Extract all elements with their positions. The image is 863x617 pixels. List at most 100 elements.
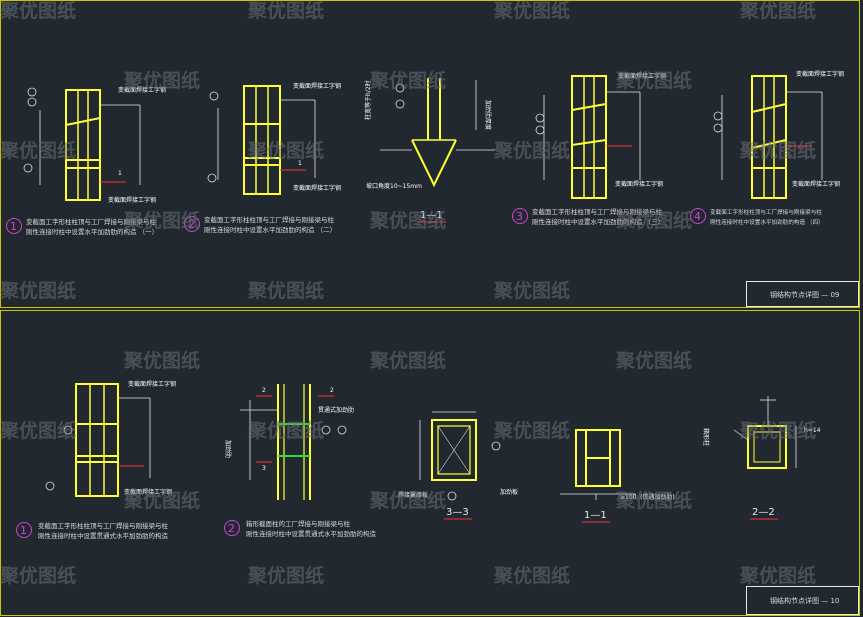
sheet-border-bottom: [0, 310, 860, 616]
callout-bubble: [535, 113, 545, 123]
watermark-text: 聚优图纸: [739, 419, 816, 442]
watermark-text: 聚优图纸: [247, 139, 324, 162]
watermark-text: 聚优图纸: [615, 209, 692, 232]
stiffener: [571, 103, 607, 111]
detail-number-circle: [512, 208, 528, 224]
label-a: 变截面焊接工字钢: [128, 380, 176, 388]
watermark-text: 聚优图纸: [493, 279, 570, 302]
label-b: 贯通式加劲肋: [318, 406, 354, 414]
detail-number: 2: [188, 218, 195, 231]
watermark-text: 聚优图纸: [0, 0, 76, 22]
callout-bubble: [209, 91, 219, 101]
note: 坡口角度10~15mm: [366, 182, 422, 190]
watermark-text: 聚优图纸: [369, 489, 446, 512]
detail-number: 4: [694, 210, 701, 223]
detail-number: 3: [516, 210, 523, 223]
callout-bubble: [27, 97, 37, 107]
caption-line-1: 变截面工字形柱柱顶与工厂焊接与刚接梁与柱: [532, 207, 663, 216]
label-b: 加劲肋厚度: [484, 100, 492, 130]
stiffener: [751, 103, 787, 113]
label-a: 加劲肋: [224, 440, 232, 458]
watermark-text: 聚优图纸: [247, 0, 324, 22]
stiffener: [571, 139, 607, 146]
label-b: 变截面焊接工字钢: [108, 196, 156, 204]
detail-number: 1: [10, 220, 17, 233]
box-inner: [437, 425, 471, 475]
box-inner: [753, 431, 781, 463]
watermark-text: 聚优图纸: [615, 349, 692, 372]
caption-line-1: 变截面工字形柱柱顶与工厂焊接与刚接梁与柱: [38, 521, 169, 530]
caption-line-1: 变截面工字形柱柱顶与工厂焊接与刚接梁与柱: [204, 215, 335, 224]
title-block-frame-top: [746, 281, 859, 307]
watermark-text: 聚优图纸: [369, 209, 446, 232]
detail-bottom-section-1-1: ≥100 (贯通加劲肋) 1—1: [560, 429, 675, 523]
section-label: 3—3: [446, 507, 469, 518]
label-a: h=14: [804, 427, 821, 434]
section-number: 1: [298, 160, 302, 167]
caption-line-1: 箱形截面柱的工厂焊接与刚接梁与柱: [246, 519, 351, 528]
title-block-top: 钢结构节点详图 — 09: [770, 290, 839, 299]
section-number: 2: [330, 387, 334, 394]
detail-number: 1: [20, 524, 27, 537]
detail-number: 2: [228, 522, 235, 535]
watermark-text: 聚优图纸: [247, 564, 324, 587]
callout-bubble: [63, 425, 73, 435]
sheet-border-top: [0, 0, 860, 308]
callout-bubble: [337, 425, 347, 435]
watermark-text: 聚优图纸: [739, 0, 816, 22]
watermark-text: 聚优图纸: [123, 349, 200, 372]
callout-bubble: [23, 163, 33, 173]
box-section: [747, 425, 787, 469]
callout-bubble: [535, 125, 545, 135]
callout-bubble: [45, 481, 55, 491]
leader-line: [733, 429, 749, 441]
callout-bubble: [713, 123, 723, 133]
callout-bubble: [27, 87, 37, 97]
detail-bottom-section-3-3: 焊接翼缘板 加劲板 3—3: [398, 411, 518, 520]
watermark-text: 聚优图纸: [369, 69, 446, 92]
section-label: 2—2: [752, 507, 775, 518]
detail-bottom-1: 变截面焊接工字钢 变截面焊接工字钢 1 变截面工字形柱柱顶与工厂焊接与刚接梁与柱…: [16, 380, 176, 540]
detail-number-circle: [690, 208, 706, 224]
label-b: 变截面焊接工字钢: [293, 184, 341, 192]
callout-bubble: [713, 111, 723, 121]
watermark-text: 聚优图纸: [369, 349, 446, 372]
watermark-text: 聚优图纸: [0, 139, 76, 162]
watermark-text: 聚优图纸: [739, 139, 816, 162]
column-outline: [75, 383, 119, 497]
callout-bubble: [395, 99, 405, 109]
label-a: 焊接翼缘板: [398, 491, 428, 499]
caption-line-2: 刚性连接时柱中设置贯通式水平加劲肋的构造: [38, 531, 169, 540]
detail-top-section-1-1: 柱宽等于h/2时 加劲肋厚度 坡口角度10~15mm 1—1: [364, 78, 495, 223]
label-a: 变截面焊接工字钢: [118, 86, 166, 94]
callout-bubble: [395, 83, 405, 93]
detail-top-4: 变截面焊接工字钢 变截面焊接工字钢 4 变截面工字形柱柱顶与工厂焊接与刚接梁与柱…: [690, 70, 844, 226]
callout-bubble: [491, 441, 501, 451]
label-b: 加劲板: [500, 488, 518, 496]
stiffener: [65, 117, 101, 126]
caption-line-2: 刚性连接时柱中设置水平加劲肋的构造 （三）: [532, 217, 664, 226]
section-number: 3: [262, 465, 266, 472]
watermark-text: 聚优图纸: [0, 279, 76, 302]
detail-number-circle: [184, 216, 200, 232]
callout-bubble: [447, 491, 457, 501]
title-block-bottom: 钢结构节点详图 — 10: [770, 596, 839, 605]
watermark-text: 聚优图纸: [123, 489, 200, 512]
label-b: 变截面焊接工字钢: [124, 488, 172, 496]
detail-top-1: 变截面焊接工字钢 变截面焊接工字钢 1 1 变截面工字形柱柱顶与工厂焊接与刚接梁…: [6, 86, 166, 236]
label-a: 变截面焊接工字钢: [618, 72, 666, 80]
callout-bubble: [207, 173, 217, 183]
label-a: 变截面焊接工字钢: [796, 70, 844, 78]
label-a: 柱宽等于h/2时: [364, 80, 372, 120]
label-b: 变截面焊接工字钢: [792, 180, 840, 188]
watermark-text: 聚优图纸: [493, 564, 570, 587]
detail-top-2: 变截面焊接工字钢 变截面焊接工字钢 1 2 变截面工字形柱柱顶与工厂焊接与刚接梁…: [184, 82, 341, 234]
watermark-text: 聚优图纸: [493, 139, 570, 162]
watermark-text: 聚优图纸: [247, 419, 324, 442]
watermark-text: 聚优图纸: [493, 0, 570, 22]
title-block-frame-bottom: [746, 586, 859, 615]
watermark-layer: 聚优图纸聚优图纸聚优图纸聚优图纸聚优图纸聚优图纸聚优图纸聚优图纸聚优图纸聚优图纸…: [0, 0, 816, 587]
detail-number-circle: [224, 520, 240, 536]
